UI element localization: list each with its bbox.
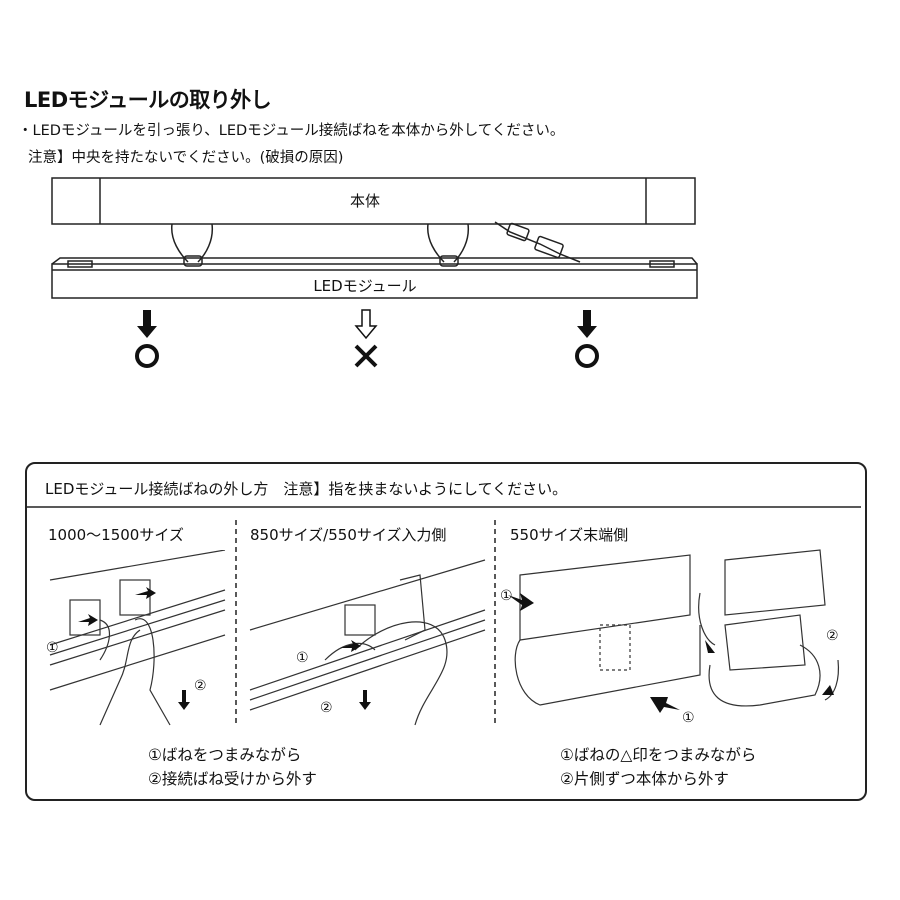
pull-arrows xyxy=(137,309,597,340)
arrow-down-icon xyxy=(137,310,157,338)
step-marker: ① xyxy=(46,640,59,656)
column-title-550-end: 550サイズ末端側 xyxy=(510,526,629,544)
pinch-arrow-icon xyxy=(340,640,361,652)
rotate-arrow-icon xyxy=(822,685,834,695)
arrow-down-icon xyxy=(577,310,597,338)
instruction-text: ・LEDモジュールを引っ張り、LEDモジュール接続ばねを本体から外してください。 xyxy=(18,123,565,139)
body-label: 本体 xyxy=(349,192,380,210)
page-title: LEDモジュールの取り外し xyxy=(24,88,272,112)
ok-mark-icon xyxy=(575,344,599,368)
step-marker: ① xyxy=(500,588,513,604)
step-marker: ② xyxy=(194,678,207,694)
pinch-arrow-icon xyxy=(650,697,680,713)
fixture-body xyxy=(51,177,696,225)
caption-left: ①ばねをつまみながら ②接続ばね受けから外す xyxy=(148,743,317,791)
caption-right-line-1: ①ばねの△印をつまみながら xyxy=(560,746,757,764)
step-marker: ① xyxy=(682,710,695,726)
ok-mark-icon xyxy=(135,344,159,368)
pinch-arrow-icon xyxy=(135,587,156,599)
arrow-down-outline-icon xyxy=(354,309,378,340)
caption-left-line-1: ①ばねをつまみながら xyxy=(148,746,302,764)
step-marker: ② xyxy=(320,700,333,716)
spring-left xyxy=(171,223,214,263)
spring-center xyxy=(427,223,470,263)
column-title-850-550-input: 850サイズ/550サイズ入力側 xyxy=(250,526,447,544)
caution-text: 注意】中央を持たないでください。(破損の原因) xyxy=(28,150,344,166)
caption-right-line-2: ②片側ずつ本体から外す xyxy=(560,770,729,788)
illustration-850-550-input xyxy=(249,559,486,726)
step-marker: ② xyxy=(826,628,839,644)
illustration-550-end xyxy=(508,549,840,713)
rotate-arrow-icon xyxy=(705,640,715,653)
step-marker: ① xyxy=(296,650,309,666)
pinch-arrow-icon xyxy=(78,614,98,626)
illustration-1000-1500 xyxy=(49,550,226,726)
caption-right: ①ばねの△印をつまみながら ②片側ずつ本体から外す xyxy=(560,743,756,791)
module-label: LEDモジュール xyxy=(313,277,417,295)
box-heading: LEDモジュール接続ばねの外し方 注意】指を挟まないようにしてください。 xyxy=(45,480,568,498)
led-module-bar xyxy=(51,263,698,299)
connector-plug xyxy=(506,222,530,242)
pull-arrow-icon xyxy=(359,690,371,710)
pinch-arrow-icon xyxy=(508,593,534,611)
column-title-1000-1500: 1000～1500サイズ xyxy=(48,526,184,544)
fixture-diagram xyxy=(51,177,698,368)
ng-mark-icon xyxy=(354,344,378,368)
instruction-box xyxy=(25,462,867,801)
caption-left-line-2: ②接続ばね受けから外す xyxy=(148,770,317,788)
pull-arrow-icon xyxy=(178,690,190,710)
